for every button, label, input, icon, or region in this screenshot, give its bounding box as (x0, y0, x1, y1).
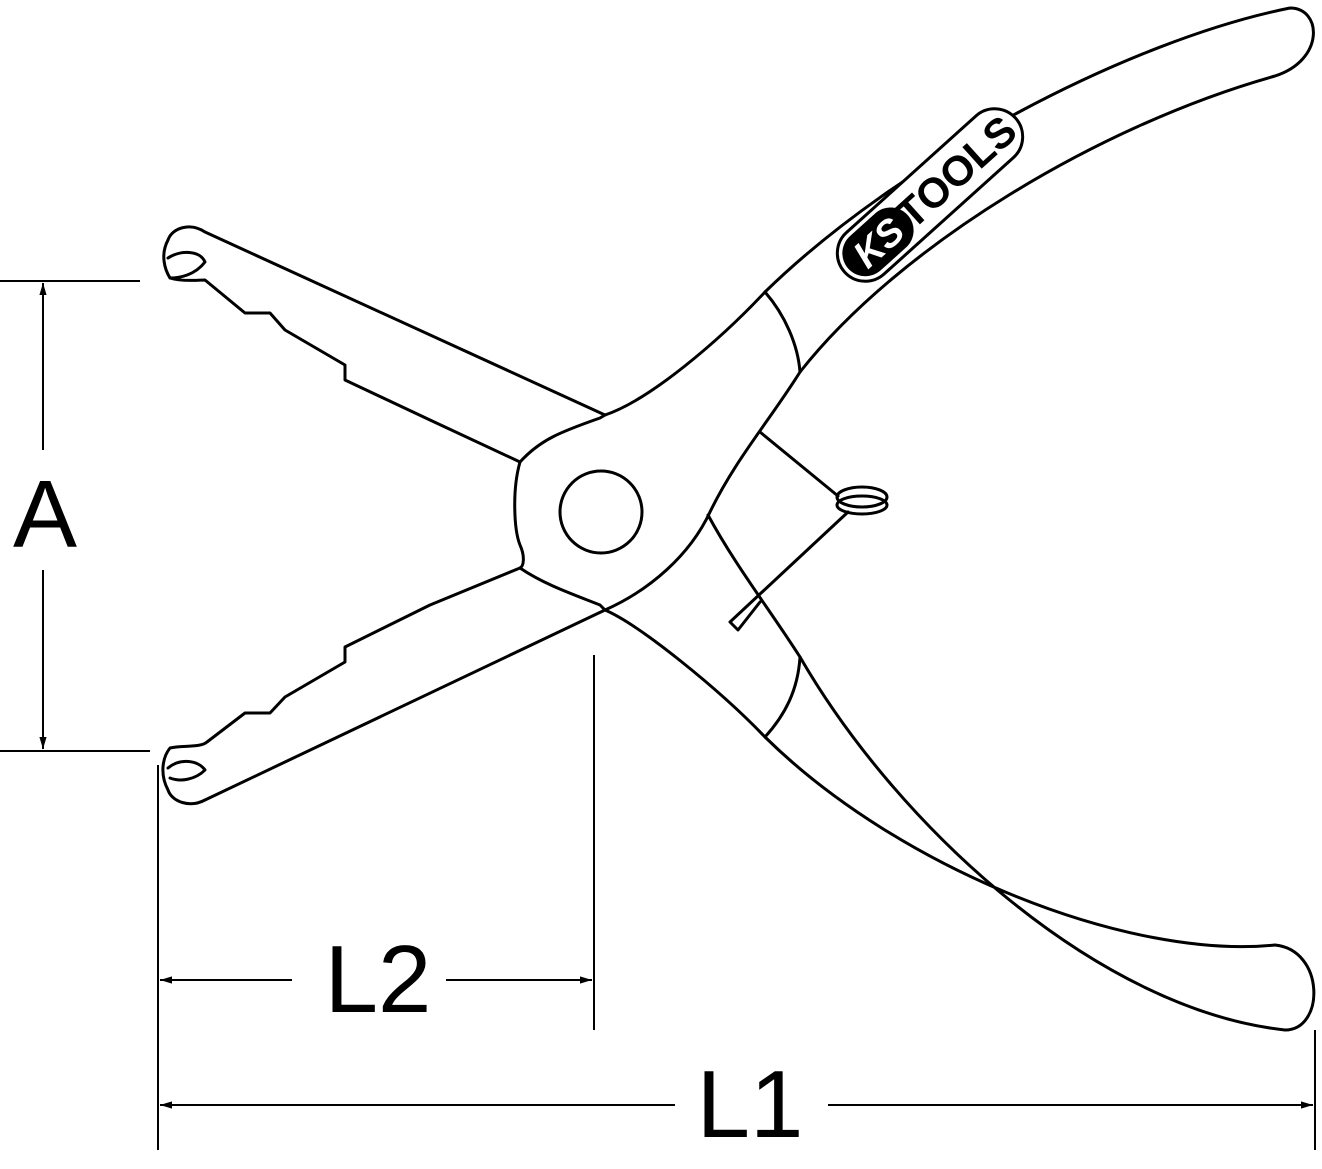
dimension-a: A (0, 280, 150, 752)
svg-text:TOOLS: TOOLS (887, 106, 1025, 237)
spring (728, 430, 889, 632)
lower-jaw (161, 566, 607, 806)
upper-jaw (162, 225, 607, 464)
lower-handle (603, 513, 1316, 1032)
pivot-bolt (558, 469, 644, 555)
pivot-joint (513, 413, 644, 612)
ks-tools-logo: KS TOOLS (835, 106, 1026, 283)
dimension-l2: L2 (157, 655, 595, 1150)
dimension-label-a: A (13, 461, 77, 568)
dimension-label-l1: L1 (697, 1051, 804, 1158)
dimension-l1: L1 (160, 1030, 1316, 1158)
dimension-label-l2: L2 (325, 926, 432, 1033)
